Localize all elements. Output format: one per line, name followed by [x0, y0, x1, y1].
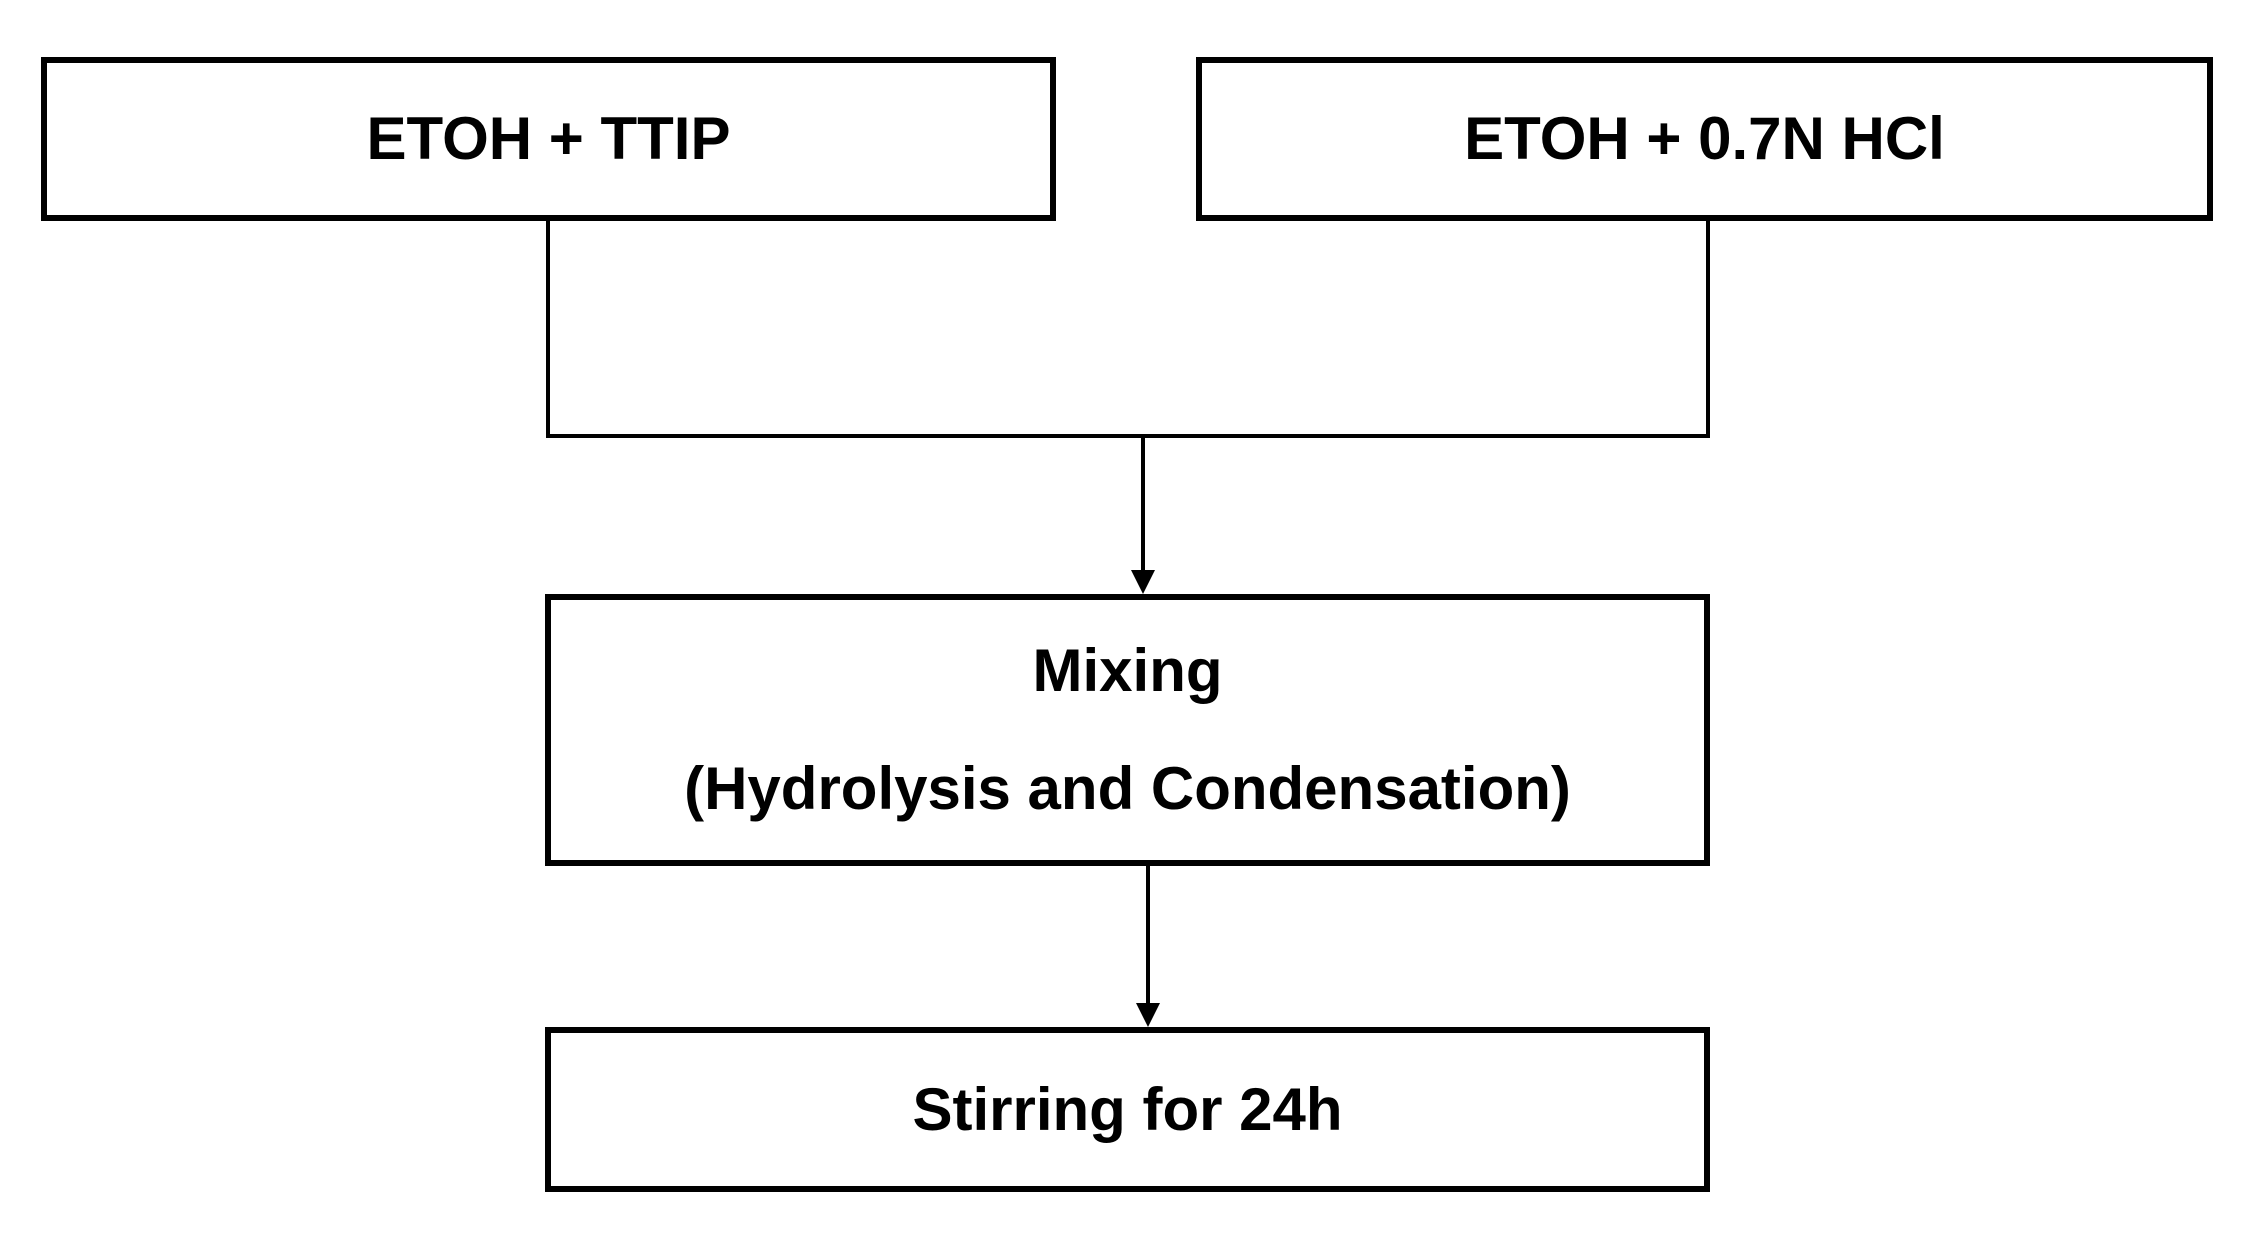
node-etoh-hcl: ETOH + 0.7N HCl	[1196, 57, 2213, 221]
node-stirring-label: Stirring for 24h	[912, 1075, 1343, 1143]
arrowhead-to-mixing	[1131, 570, 1155, 594]
node-mixing: Mixing (Hydrolysis and Condensation)	[545, 594, 1710, 866]
node-etoh-hcl-label: ETOH + 0.7N HCl	[1464, 105, 1945, 172]
node-stirring: Stirring for 24h	[545, 1027, 1710, 1192]
node-etoh-ttip: ETOH + TTIP	[41, 57, 1056, 221]
node-etoh-ttip-label: ETOH + TTIP	[366, 105, 731, 172]
node-mixing-label: Mixing	[1032, 637, 1223, 704]
arrowhead-to-stirring	[1136, 1003, 1160, 1027]
node-mixing-sublabel: (Hydrolysis and Condensation)	[684, 755, 1571, 822]
